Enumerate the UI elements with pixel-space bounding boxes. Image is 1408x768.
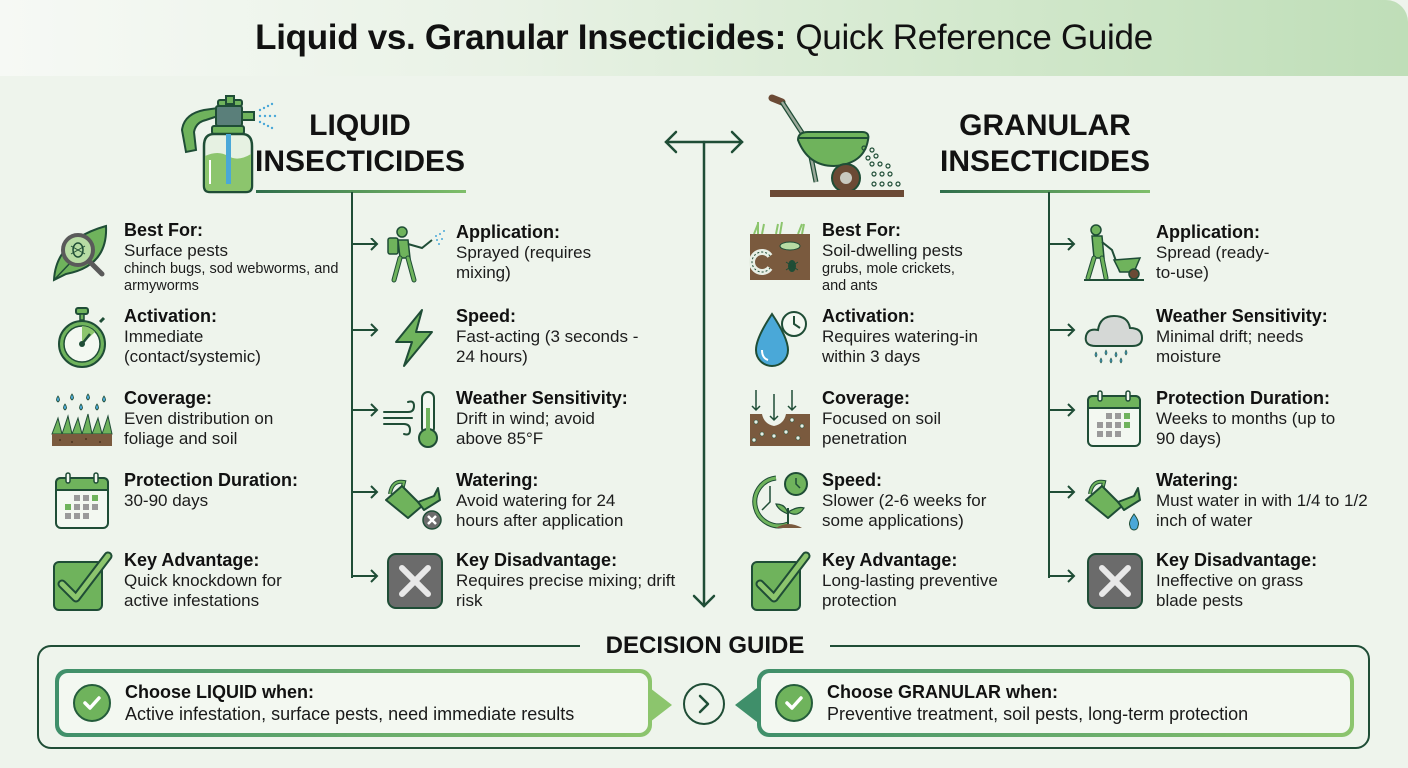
liquid-tree-line bbox=[351, 192, 353, 578]
center-divider-arrows bbox=[664, 130, 744, 608]
choose-liquid-card: Choose LIQUID when: Active infestation, … bbox=[55, 669, 652, 737]
broadcast-spreader-icon bbox=[768, 94, 904, 197]
wind-thermometer-icon bbox=[383, 391, 438, 448]
liquid-weather-sensitivity: Weather Sensitivity: Drift in wind; avoi… bbox=[382, 388, 628, 452]
granular-coverage: Coverage: Focused on soil penetration bbox=[748, 388, 982, 452]
watering-can-drop-icon bbox=[1085, 479, 1141, 531]
granular-speed: Speed: Slower (2-6 weeks for some applic… bbox=[748, 470, 1012, 534]
granular-protection-duration: Protection Duration: Weeks to months (up… bbox=[1082, 388, 1346, 452]
soil-penetration-icon bbox=[750, 390, 810, 446]
decision-guide-title: DECISION GUIDE bbox=[605, 632, 805, 659]
check-circle-icon bbox=[73, 684, 111, 722]
choose-liquid-desc: Active infestation, surface pests, need … bbox=[125, 703, 575, 724]
liquid-key-advantage: Key Advantage: Quick knockdown for activ… bbox=[50, 550, 314, 614]
granular-tree-line bbox=[1048, 192, 1050, 578]
page-header: Liquid vs. Granular Insecticides: Quick … bbox=[0, 0, 1408, 76]
liquid-coverage: Coverage: Even distribution on foliage a… bbox=[50, 388, 304, 452]
liquid-application: Application: Sprayed (requires mixing) bbox=[382, 222, 616, 286]
granular-application: Application: Spread (ready-to-use) bbox=[1082, 222, 1286, 286]
soil-grub-icon bbox=[749, 221, 810, 280]
granular-card-pointer bbox=[735, 688, 757, 722]
liquid-watering: Watering: Avoid watering for 24 hours af… bbox=[382, 470, 656, 534]
page-title: Liquid vs. Granular Insecticides: Quick … bbox=[255, 18, 1153, 57]
rain-cloud-icon bbox=[1084, 314, 1144, 364]
water-drop-clock-icon bbox=[754, 311, 807, 367]
checkmark-box-icon bbox=[751, 551, 811, 611]
x-box-icon bbox=[387, 553, 443, 609]
liquid-title: LIQUID INSECTICIDES bbox=[254, 109, 466, 178]
choose-granular-card: Choose GRANULAR when: Preventive treatme… bbox=[757, 669, 1354, 737]
choose-liquid-title: Choose LIQUID when: bbox=[125, 681, 314, 702]
liquid-title-rule bbox=[256, 190, 466, 193]
check-circle-icon bbox=[775, 684, 813, 722]
person-spraying-icon bbox=[387, 226, 445, 283]
clock-sprout-icon bbox=[752, 472, 808, 529]
leaf-magnifier-bug-icon bbox=[52, 224, 108, 282]
chevron-right-circle-icon bbox=[683, 683, 725, 725]
granular-best-for: Best For: Soil-dwelling pests grubs, mol… bbox=[748, 220, 982, 295]
granular-title-rule bbox=[940, 190, 1150, 193]
watering-can-no-icon bbox=[385, 479, 442, 530]
liquid-speed: Speed: Fast-acting (3 seconds - 24 hours… bbox=[382, 306, 656, 370]
checkmark-box-icon bbox=[53, 551, 113, 611]
calendar-icon bbox=[1087, 390, 1141, 447]
granular-key-disadvantage: Key Disadvantage: Ineffective on grass b… bbox=[1082, 550, 1336, 614]
calendar-icon bbox=[55, 472, 109, 529]
granular-weather-sensitivity: Weather Sensitivity: Minimal drift; need… bbox=[1082, 306, 1336, 370]
liquid-activation: Activation: Immediate (contact/systemic) bbox=[50, 306, 294, 370]
decision-guide-title-wrap: DECISION GUIDE bbox=[580, 630, 830, 662]
lightning-bolt-icon bbox=[395, 309, 433, 367]
granular-activation: Activation: Requires watering-in within … bbox=[748, 306, 1002, 370]
choose-granular-desc: Preventive treatment, soil pests, long-t… bbox=[827, 703, 1249, 724]
stopwatch-icon bbox=[58, 307, 106, 368]
liquid-best-for: Best For: Surface pests chinch bugs, sod… bbox=[50, 220, 339, 295]
granular-branch-arrows bbox=[1048, 238, 1076, 583]
x-box-icon bbox=[1087, 553, 1143, 609]
rain-on-grass-icon bbox=[51, 393, 113, 446]
liquid-protection-duration: Protection Duration: 30-90 days bbox=[50, 470, 298, 534]
choose-granular-title: Choose GRANULAR when: bbox=[827, 681, 1058, 702]
liquid-card-pointer bbox=[650, 688, 672, 722]
spray-bottle-icon bbox=[180, 95, 277, 194]
granular-watering: Watering: Must water in with 1/4 to 1/2 … bbox=[1082, 470, 1371, 534]
liquid-key-disadvantage: Key Disadvantage: Requires precise mixin… bbox=[382, 550, 676, 614]
liquid-branch-arrows bbox=[351, 238, 379, 583]
person-spreader-icon bbox=[1084, 224, 1144, 281]
granular-title: GRANULAR INSECTICIDES bbox=[939, 109, 1151, 178]
granular-key-advantage: Key Advantage: Long-lasting preventive p… bbox=[748, 550, 1032, 614]
